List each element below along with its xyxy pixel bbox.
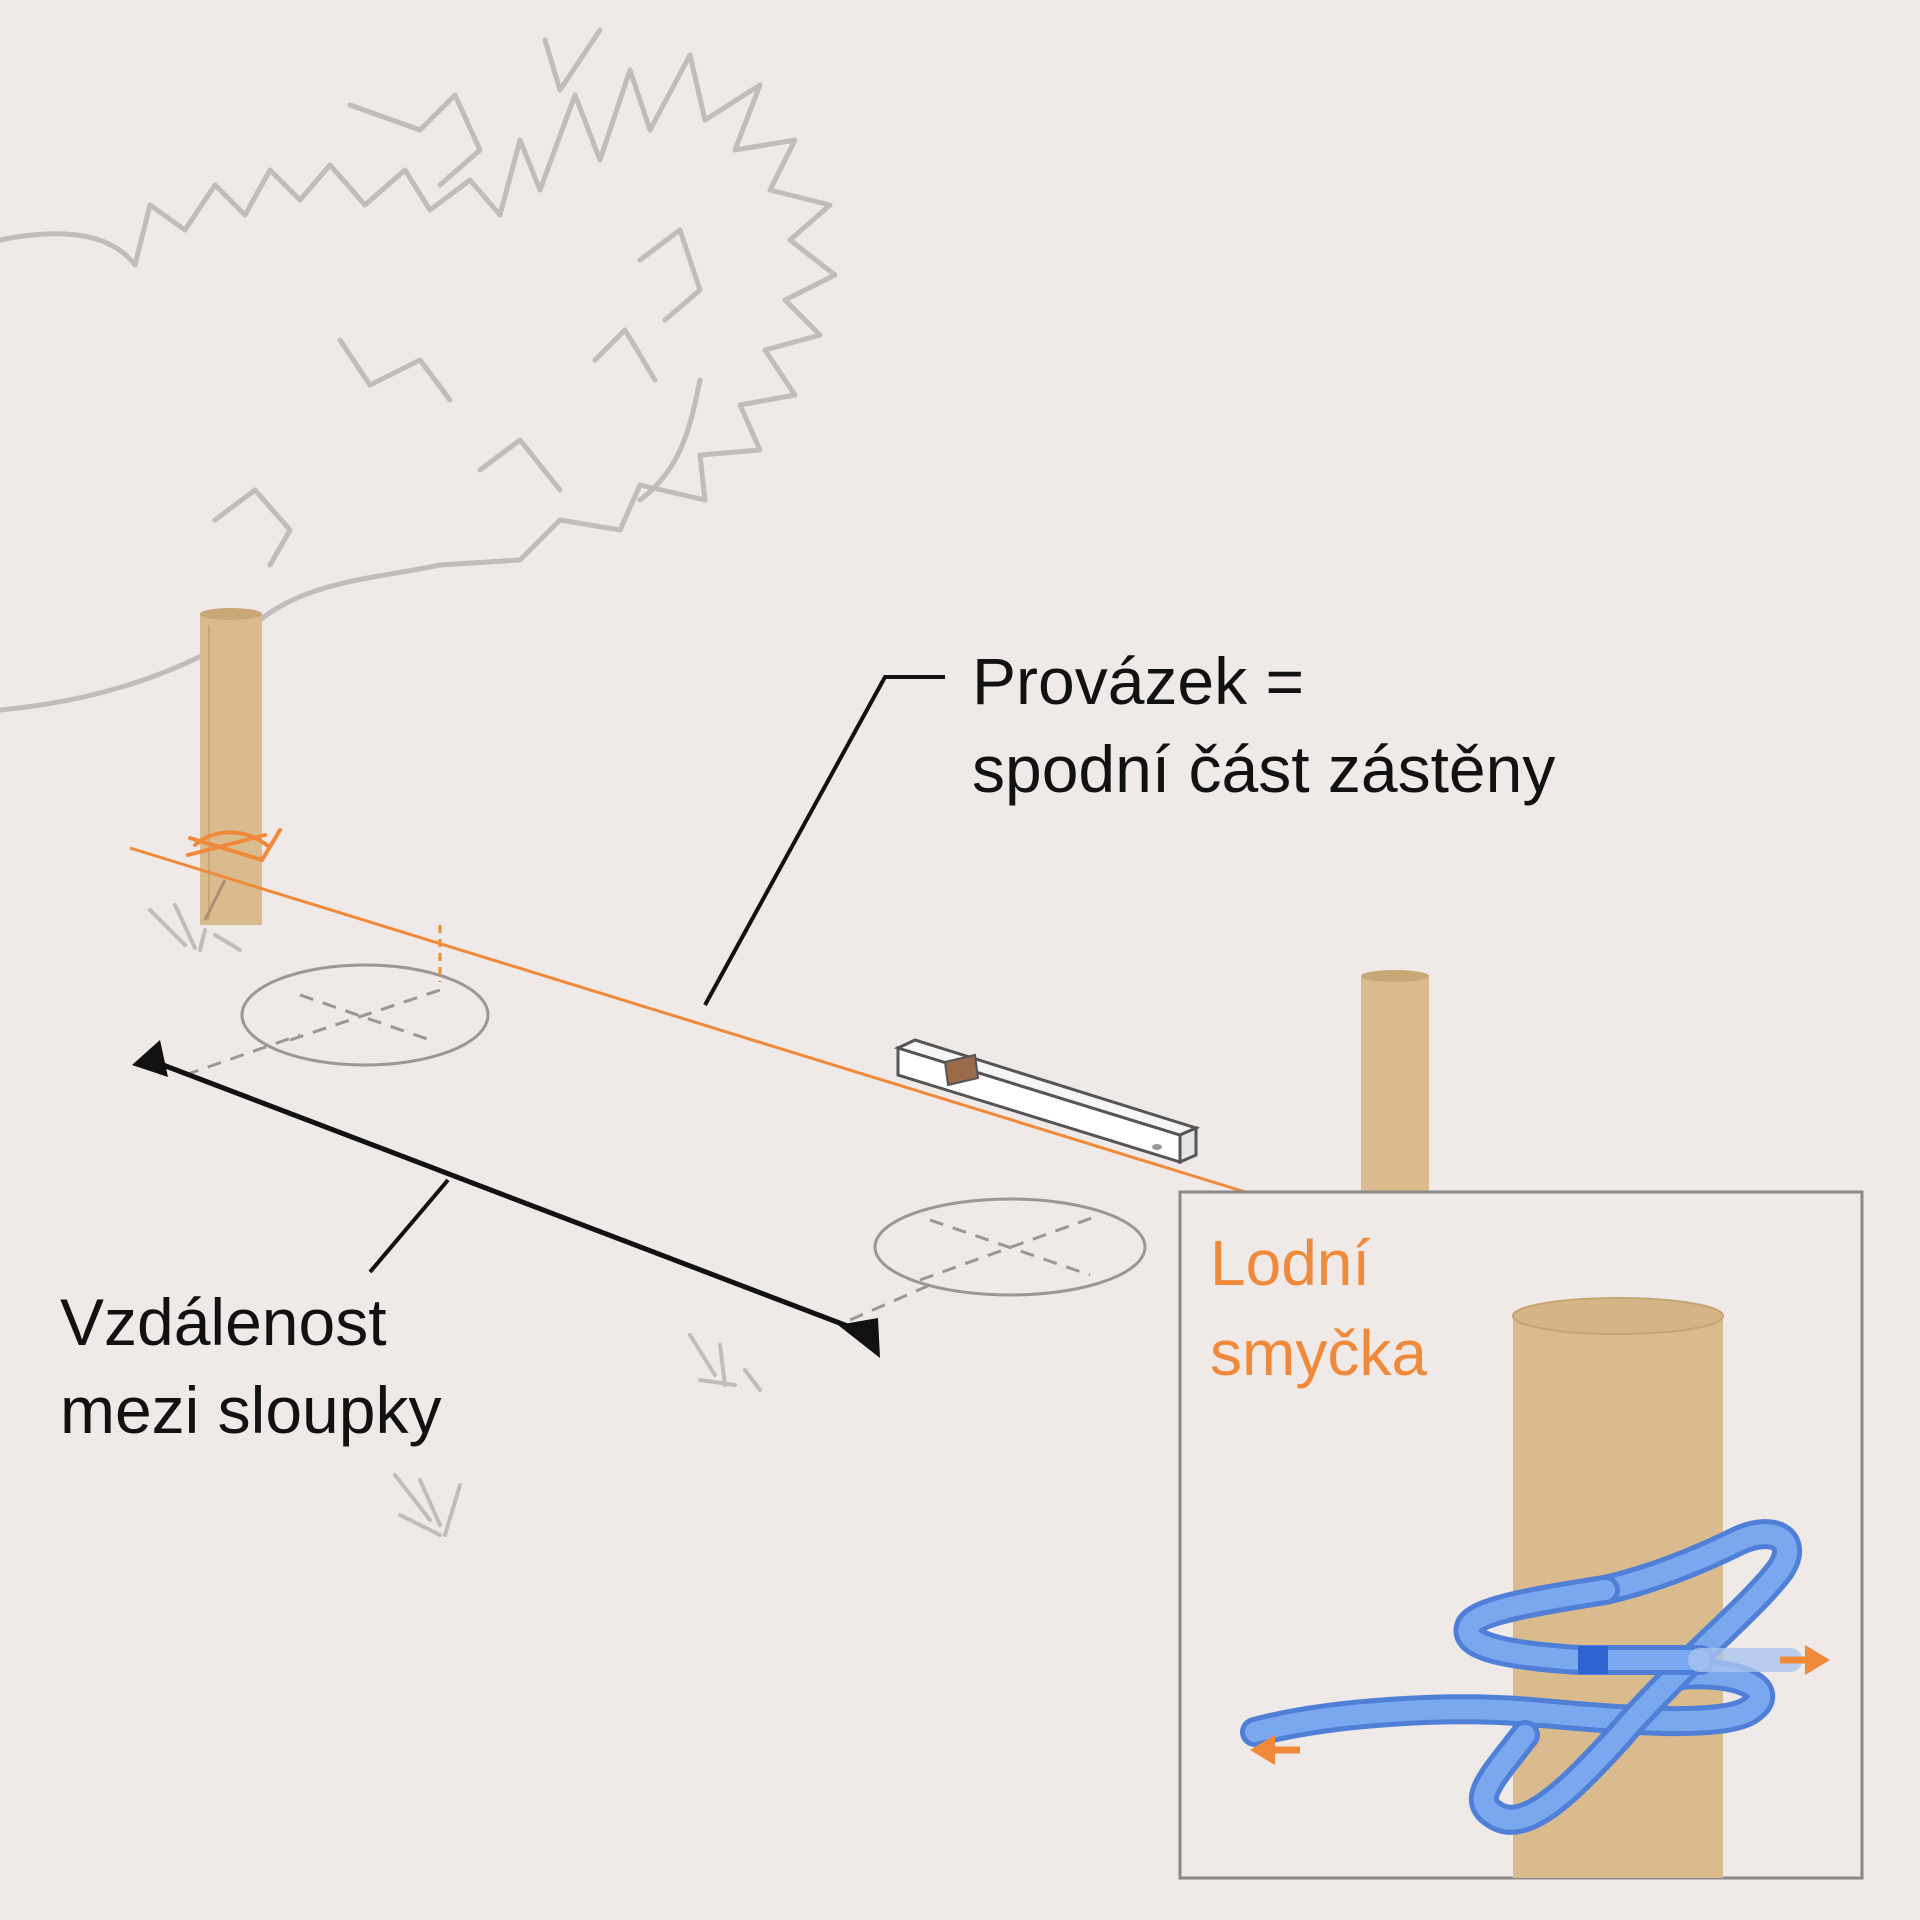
grass-tufts	[148, 903, 762, 1537]
string-leader-line	[703, 675, 945, 1006]
inset-title-line2: smyčka	[1210, 1317, 1427, 1389]
extension-line-right	[849, 1283, 931, 1322]
rope-segment-dark	[1578, 1646, 1608, 1674]
spirit-level	[893, 1038, 1201, 1165]
inset-title-line1: Lodní	[1210, 1227, 1371, 1299]
arrow-right-icon	[1780, 1645, 1830, 1675]
string-label: Provázek = spodní část zástěny	[972, 637, 1555, 813]
post-hole-right	[873, 1197, 1147, 1297]
string-label-line2: spodní část zástěny	[972, 732, 1556, 806]
inset-title: Lodní smyčka	[1210, 1218, 1427, 1398]
distance-arrow	[132, 1040, 880, 1358]
tree-sketch	[0, 27, 838, 713]
distance-label-line1: Vzdálenost	[60, 1285, 387, 1359]
post-hole-left	[240, 963, 490, 1067]
distance-label-line2: mezi sloupky	[60, 1373, 442, 1447]
string-label-line1: Provázek =	[972, 644, 1304, 718]
string-knot	[186, 828, 282, 862]
arrow-left-icon	[1250, 1735, 1300, 1765]
distance-label: Vzdálenost mezi sloupky	[60, 1278, 441, 1454]
clove-hitch-inset	[1178, 1190, 1864, 1880]
guide-string	[129, 846, 1256, 1197]
wooden-post-left	[200, 608, 262, 925]
extension-line-left	[184, 1033, 301, 1077]
wooden-post-right	[1361, 970, 1429, 1195]
distance-leader-line	[368, 1178, 450, 1274]
rope	[1240, 1519, 1803, 1835]
